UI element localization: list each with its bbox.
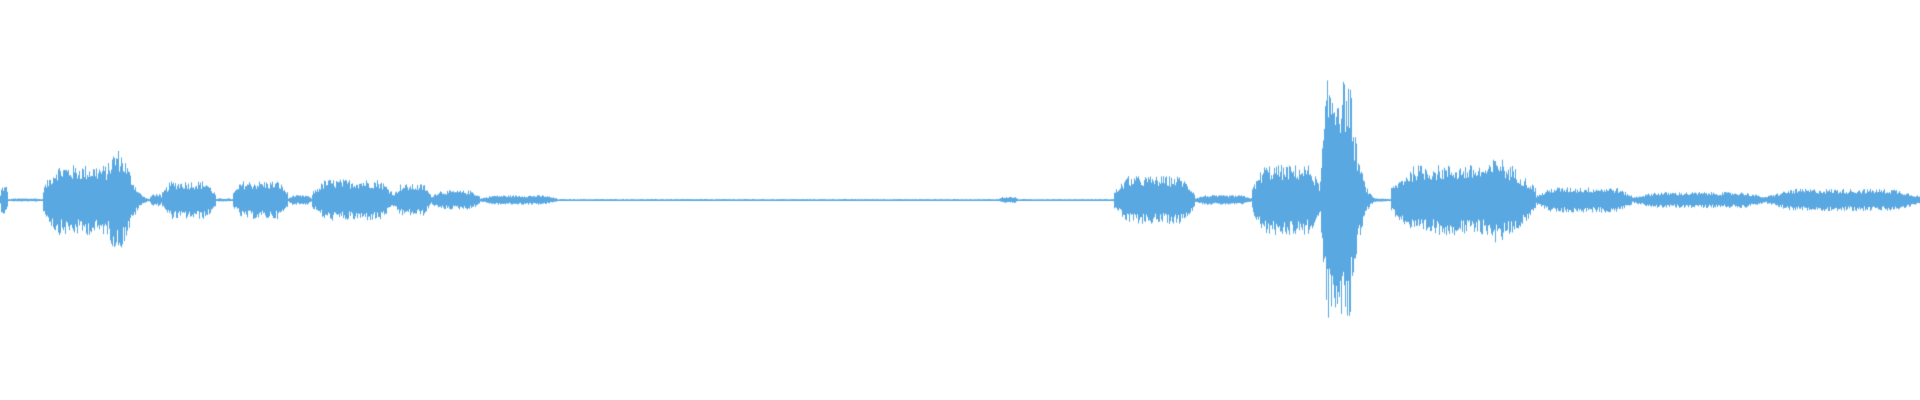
audio-waveform[interactable] [0,0,1920,400]
